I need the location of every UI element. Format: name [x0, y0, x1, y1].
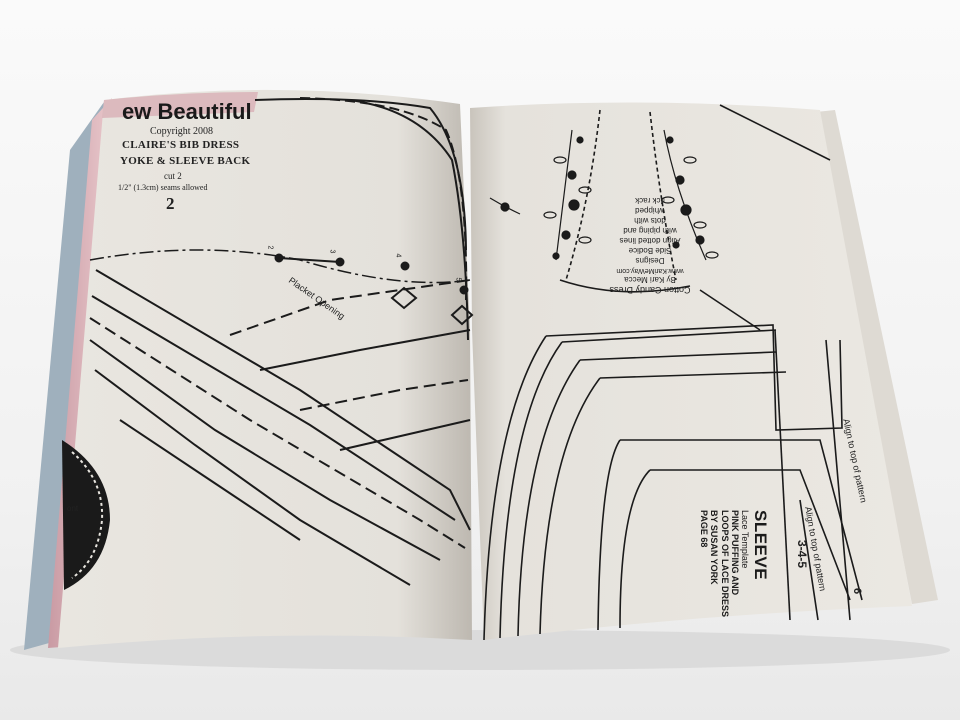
bodice-url: www.KariMeWay.com: [616, 266, 684, 274]
rose-motif-right: [661, 129, 719, 261]
seam-allowance: 1/2" (1.3cm) seams allowed: [118, 183, 208, 192]
scalloped-edge-motif: [62, 440, 110, 590]
sleeve-label-block: SLEEVE Lace Template PINK PUFFING AND LO…: [699, 510, 770, 617]
marker-number-2: 2: [266, 245, 274, 250]
bodice-note-5: rick rack: [635, 196, 665, 205]
left-pattern-lines: [89, 97, 471, 586]
right-pattern-lines: [483, 104, 863, 641]
sleeve-line-2: LOOPS OF LACE DRESS: [719, 510, 730, 618]
piece-number: 2: [166, 194, 175, 213]
bodice-note-3: dots with: [634, 216, 666, 225]
sleeve-line-4: PAGE 68: [699, 510, 710, 548]
pattern-name: CLAIRE'S BIB DRESS: [122, 139, 240, 151]
bodice-note-2: with piping and: [623, 226, 677, 235]
left-page-pink-header: [102, 92, 258, 118]
edge-fragment: ont: [67, 504, 79, 513]
cut-count: cut 2: [164, 171, 182, 181]
magazine-shadow: [10, 630, 950, 670]
marker-number-5: 5: [454, 277, 462, 282]
left-title-fragment: ew Beautiful: [122, 99, 252, 124]
bodice-author: By Kari Mecca: [624, 274, 676, 284]
marker-number-3: 3: [328, 249, 336, 254]
piece-name: YOKE & SLEEVE BACK: [120, 155, 251, 167]
rose-motif-left: [489, 129, 592, 261]
bodice-title: Cotton Candy Dress: [609, 285, 691, 295]
bodice-note-4: whipped: [635, 206, 665, 215]
sleeve-title: SLEEVE: [751, 510, 770, 581]
bodice-note-1: Align dotted lines: [619, 236, 681, 245]
sleeve-line-3: BY SUSAN YORK: [709, 510, 720, 585]
left-pattern-markers: [274, 253, 474, 326]
sizes-label: 3-4-5: [795, 540, 809, 569]
sleeve-line-1: PINK PUFFING AND: [730, 510, 741, 596]
page-stack-edge: [816, 110, 938, 604]
page-number: 6: [851, 588, 863, 595]
bodice-designs: Designs: [635, 256, 665, 265]
bodice-piece: Side Bodice: [628, 246, 672, 255]
bodice-label-block: Cotton Candy Dress By Kari Mecca www.Kar…: [590, 195, 710, 295]
copyright: Copyright 2008: [150, 126, 214, 137]
sleeve-sub: Lace Template: [740, 510, 751, 569]
marker-number-4: 4: [394, 253, 402, 258]
